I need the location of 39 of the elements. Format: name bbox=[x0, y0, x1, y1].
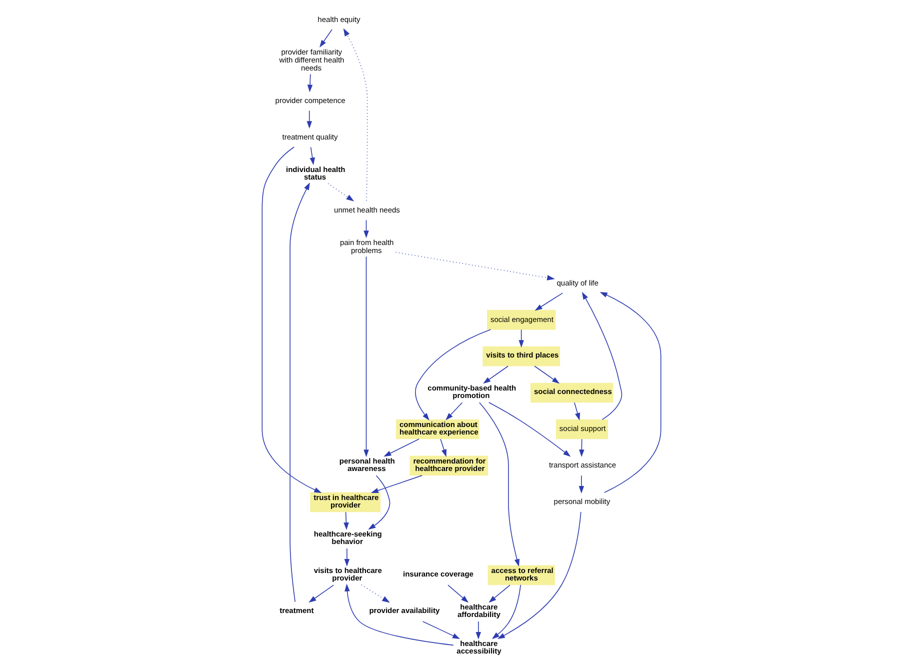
arrow bbox=[582, 292, 622, 420]
arrow bbox=[308, 584, 334, 603]
arrow bbox=[344, 584, 454, 646]
arrow bbox=[306, 110, 312, 129]
arrow bbox=[364, 256, 369, 458]
arrow bbox=[578, 475, 584, 494]
arrow bbox=[479, 402, 520, 567]
arrow bbox=[488, 584, 510, 603]
arrow bbox=[310, 146, 315, 166]
arrow bbox=[328, 183, 354, 202]
arrow bbox=[307, 74, 313, 92]
arrow bbox=[446, 402, 463, 420]
arrow bbox=[600, 292, 662, 493]
arrow bbox=[415, 329, 492, 420]
arrow bbox=[364, 220, 369, 238]
arrow bbox=[497, 512, 582, 640]
arrow bbox=[344, 512, 349, 530]
arrow bbox=[534, 292, 564, 311]
arrow bbox=[343, 28, 368, 201]
arrow bbox=[579, 438, 584, 458]
arrow bbox=[370, 475, 422, 494]
arrow bbox=[344, 548, 350, 567]
arrow bbox=[440, 438, 446, 457]
arrow bbox=[488, 402, 571, 457]
arrow bbox=[492, 584, 521, 640]
arrow bbox=[422, 621, 460, 639]
arrow bbox=[534, 366, 560, 384]
arrow bbox=[518, 329, 524, 348]
arrow bbox=[448, 584, 469, 603]
arrow bbox=[476, 621, 482, 640]
arrow bbox=[574, 402, 580, 421]
arrow bbox=[290, 182, 310, 602]
arrow bbox=[483, 366, 508, 384]
arrow bbox=[262, 146, 322, 494]
arrow bbox=[320, 29, 332, 48]
arrow bbox=[368, 475, 390, 530]
arrow bbox=[395, 252, 555, 280]
arrow bbox=[361, 584, 390, 603]
arrow bbox=[384, 438, 420, 457]
